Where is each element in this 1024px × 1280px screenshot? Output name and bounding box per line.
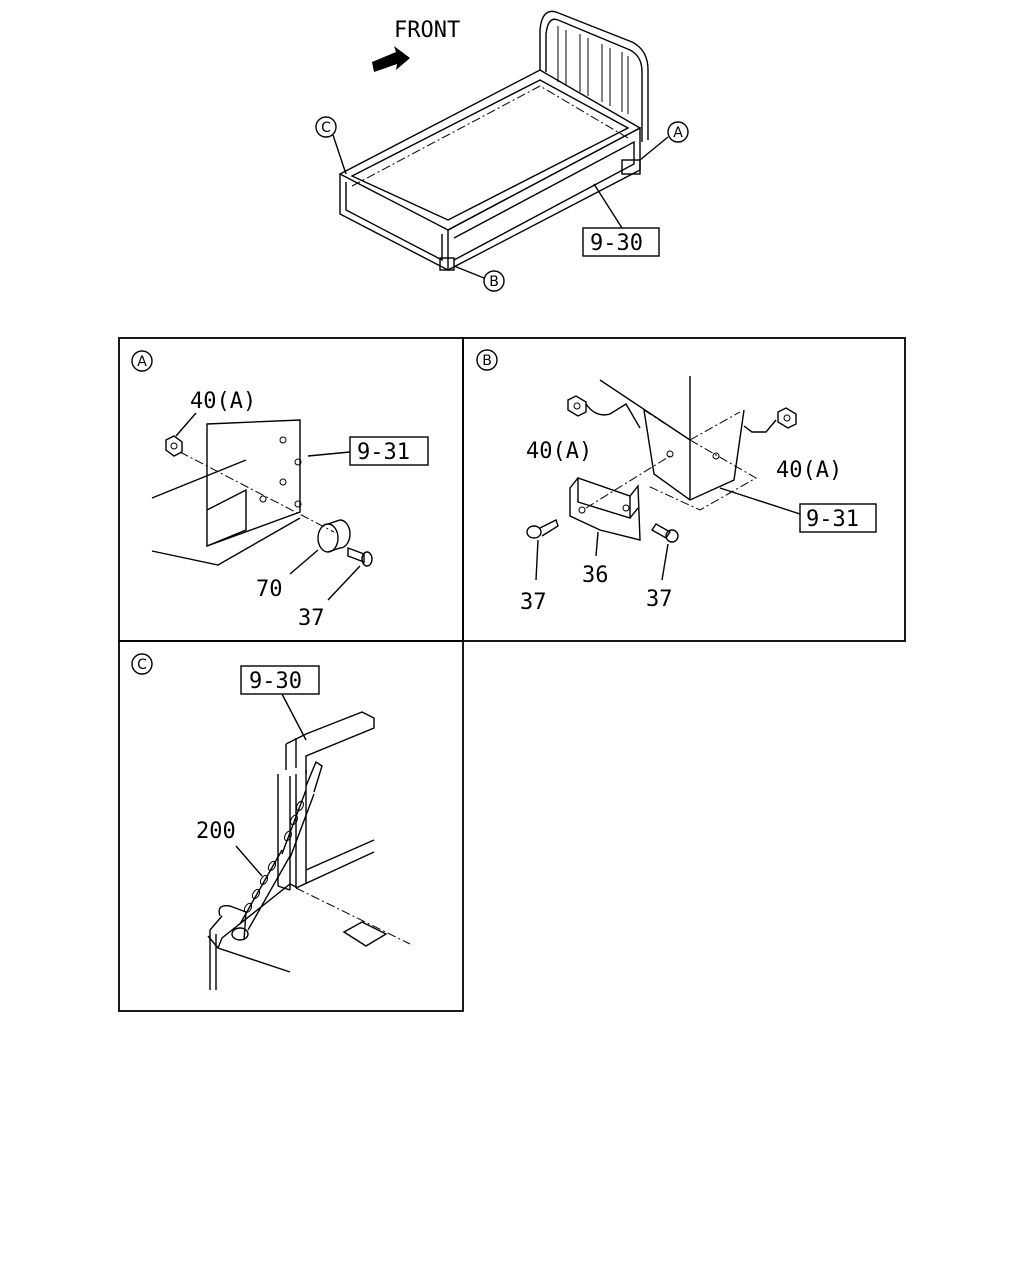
panel-b-nut-left-label: 40(A) [526,439,592,464]
detail-panel-c-frame [118,640,464,1012]
front-arrow-icon [372,46,410,72]
callout-b-label: B [489,274,499,290]
detail-panel-a-frame [118,337,464,642]
ref-9-30-label: 9-30 [590,231,643,256]
panel-b-ref-label: 9-31 [806,507,859,532]
panel-b-nut-right-label: 40(A) [776,458,842,483]
panel-c-turnbuckle-label: 200 [196,819,236,844]
panel-c-ref-label: 9-30 [249,669,302,694]
detail-panel-b-frame [462,337,906,642]
panel-a-spacer-label: 70 [256,577,283,602]
panel-a-title: A [137,354,147,370]
panel-b-title: B [482,353,492,369]
truck-bed-overview: FRONT C A B 9-30 [315,10,689,292]
front-label: FRONT [394,18,460,43]
callout-a-label: A [673,125,683,141]
panel-c-title: C [137,657,147,673]
detail-panel-c: C 9-30 200 [131,653,411,990]
panel-b-bolt-left-label: 37 [520,590,547,615]
panel-b-bracket-label: 36 [582,563,609,588]
detail-panel-b: B 40(A) 40(A) 9-31 36 [476,349,877,615]
panel-a-nut-label: 40(A) [190,389,256,414]
panel-a-ref-label: 9-31 [357,440,410,465]
panel-b-bolt-right-label: 37 [646,587,673,612]
callout-c-label: C [321,120,331,136]
panel-a-bolt-label: 37 [298,606,325,631]
detail-panel-a: A 40(A) 9-31 70 37 [131,350,429,631]
turnbuckle-200 [231,760,323,941]
